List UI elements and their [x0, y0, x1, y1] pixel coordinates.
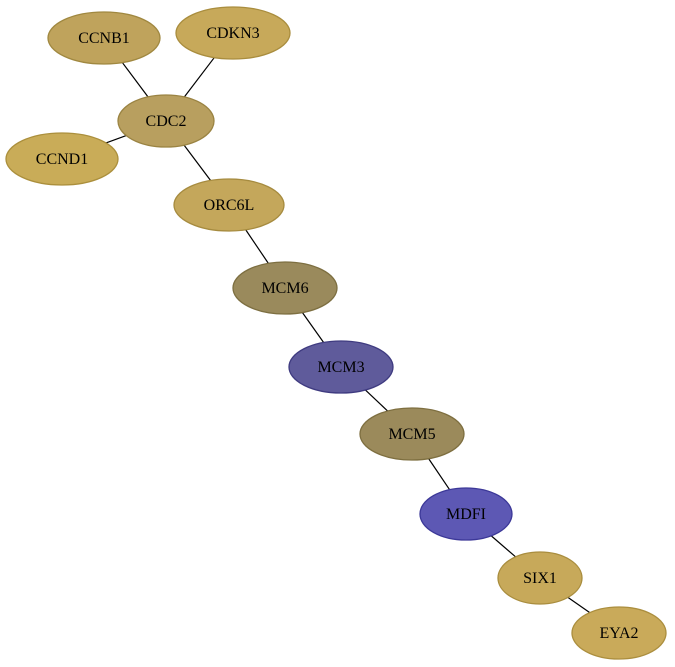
node-ellipse [288, 340, 394, 394]
node-label: ORC6L [204, 197, 255, 214]
node-six1[interactable]: SIX1 [497, 551, 583, 605]
edge-mcm5-mdfi [428, 458, 451, 491]
node-label: MCM6 [261, 280, 308, 297]
node-mcm3[interactable]: MCM3 [288, 340, 394, 394]
edge-orc6l-mcm6 [245, 229, 269, 264]
node-mcm5[interactable]: MCM5 [359, 407, 465, 461]
edge-mcm3-mcm5 [364, 389, 389, 412]
node-mdfi[interactable]: MDFI [419, 487, 513, 541]
node-label: CCND1 [36, 151, 88, 168]
node-ellipse [571, 606, 667, 660]
node-label: MDFI [446, 506, 486, 523]
edge-cdkn3-cdc2 [183, 57, 215, 98]
edge-mdfi-six1 [490, 535, 516, 558]
node-label: MCM3 [317, 359, 364, 376]
edge-ccnb1-cdc2 [121, 62, 149, 98]
node-label: CDKN3 [206, 25, 259, 42]
node-label: CDC2 [146, 113, 187, 130]
node-ellipse [419, 487, 513, 541]
edge-six1-eya2 [567, 596, 591, 614]
node-ellipse [5, 132, 119, 186]
node-ccnb1[interactable]: CCNB1 [47, 11, 161, 65]
node-mcm6[interactable]: MCM6 [232, 261, 338, 315]
node-ellipse [359, 407, 465, 461]
edge-mcm6-mcm3 [301, 312, 325, 343]
node-label: SIX1 [523, 570, 557, 587]
node-ellipse [117, 94, 215, 148]
node-ellipse [497, 551, 583, 605]
node-cdc2[interactable]: CDC2 [117, 94, 215, 148]
edge-ccnd1-cdc2 [105, 134, 127, 144]
node-label: EYA2 [599, 625, 638, 642]
node-ellipse [232, 261, 338, 315]
node-label: MCM5 [388, 426, 435, 443]
node-orc6l[interactable]: ORC6L [173, 178, 285, 232]
node-ellipse [173, 178, 285, 232]
node-ellipse [47, 11, 161, 65]
node-ccnd1[interactable]: CCND1 [5, 132, 119, 186]
node-label: CCNB1 [78, 30, 130, 47]
edge-cdc2-orc6l [183, 144, 212, 181]
node-ellipse [175, 6, 291, 60]
node-eya2[interactable]: EYA2 [571, 606, 667, 660]
edges-layer [105, 57, 591, 614]
node-cdkn3[interactable]: CDKN3 [175, 6, 291, 60]
